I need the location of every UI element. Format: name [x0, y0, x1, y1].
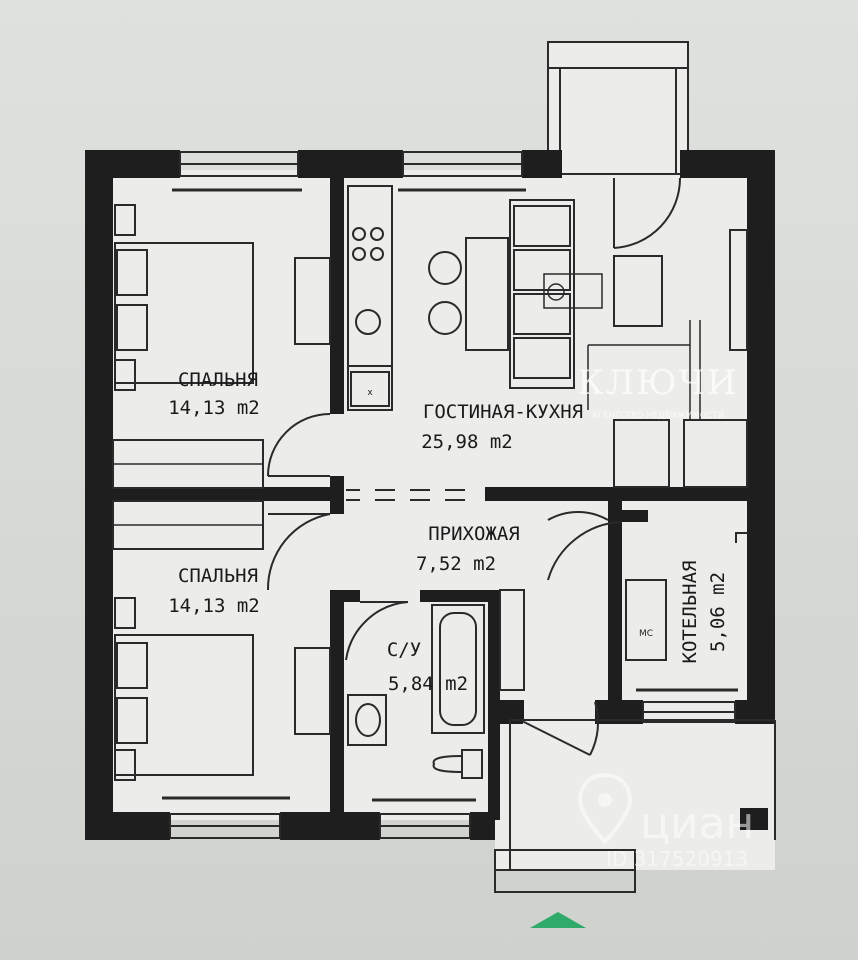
- boiler-room-area: 5,06 m2: [707, 572, 729, 652]
- closet: [613, 419, 748, 488]
- coffee-table: [543, 273, 603, 309]
- stove-icon: [352, 227, 384, 261]
- cian-logo-watermark: циан: [640, 798, 754, 849]
- boiler-room-name: КОТЕЛЬНАЯ: [679, 561, 701, 664]
- nightstand: [114, 597, 136, 629]
- corner-mark: [735, 532, 748, 543]
- bedroom-bottom-name: СПАЛЬНЯ: [178, 565, 258, 587]
- tv-unit: [729, 229, 748, 351]
- sofa: [509, 199, 575, 389]
- bedroom-top-name: СПАЛЬНЯ: [178, 369, 258, 391]
- bathroom-name: С/У: [387, 639, 421, 661]
- kitchen-sink-icon: [355, 309, 381, 335]
- wardrobe-top: [112, 439, 264, 489]
- nightstand: [114, 359, 136, 391]
- boiler-label: МС: [639, 629, 653, 639]
- cian-id-watermark: ID 317520913: [606, 847, 748, 871]
- bedroom-bottom-area: 14,13 m2: [168, 595, 260, 617]
- open-passage: [346, 489, 465, 501]
- dresser: [294, 647, 331, 735]
- stove-cross-label: x: [367, 388, 373, 398]
- nightstand: [114, 749, 136, 781]
- terrace-steps: [547, 41, 689, 175]
- entrance-arrow-icon: [530, 912, 586, 928]
- bed-bottom: [114, 634, 254, 776]
- windows: [169, 151, 736, 839]
- toilet-icon: [432, 749, 483, 779]
- living-kitchen-name: ГОСТИНАЯ-КУХНЯ: [423, 401, 583, 423]
- bathtub: [431, 604, 485, 734]
- dresser: [294, 257, 331, 345]
- boiler: [625, 579, 667, 661]
- porch-floor: [495, 720, 775, 870]
- bathroom-sink-icon: [347, 694, 387, 746]
- bedroom-top-area: 14,13 m2: [168, 397, 260, 419]
- agency-tagline-watermark: АГЕНТСТВО НЕДВИЖИМОСТИ: [592, 411, 724, 421]
- bathroom-area: 5,84 m2: [388, 673, 468, 695]
- entry-frame: [587, 320, 701, 420]
- bed-top: [114, 242, 254, 384]
- doors: [266, 177, 682, 756]
- dining-table: [428, 237, 509, 351]
- curtain-rails: [162, 188, 738, 802]
- hallway-area: 7,52 m2: [416, 553, 496, 575]
- kitchen-counter: [347, 185, 393, 411]
- oven: [350, 371, 390, 407]
- porch-post: [740, 808, 768, 830]
- hallway-name: ПРИХОЖАЯ: [428, 523, 520, 545]
- living-kitchen-area: 25,98 m2: [421, 431, 513, 453]
- porch: [494, 719, 776, 893]
- armchair: [613, 255, 663, 327]
- nightstand: [114, 204, 136, 236]
- agency-watermark: КЛЮЧИ: [577, 363, 738, 403]
- hall-shelf: [499, 589, 525, 691]
- wardrobe-bottom: [112, 500, 264, 550]
- cian-pin-icon: [577, 772, 633, 845]
- interior-walls: [113, 178, 747, 820]
